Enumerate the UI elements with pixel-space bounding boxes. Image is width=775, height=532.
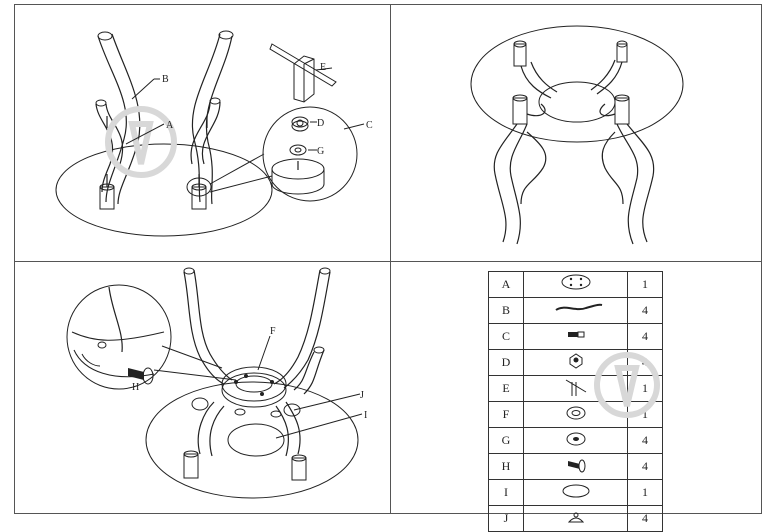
disc-i	[227, 423, 285, 457]
ring-icon	[566, 406, 585, 420]
part-quantity: 4	[627, 453, 663, 480]
leg-icon	[554, 303, 602, 311]
label-c: C	[366, 120, 373, 131]
wrench-icon	[565, 379, 586, 396]
step-panel-attach-legs: B A E D G C	[14, 4, 391, 262]
part-quantity: 4	[627, 297, 663, 324]
part-quantity: 4	[627, 427, 663, 454]
label-f: F	[270, 326, 276, 337]
label-h: H	[132, 382, 139, 393]
suction-cup	[270, 410, 282, 418]
suction-cup	[234, 408, 246, 416]
label-d: D	[317, 118, 324, 129]
glass-top-ellipse	[470, 25, 684, 143]
step-attach-ring-drawing: F H J I	[66, 267, 367, 499]
label-e: E	[320, 62, 326, 73]
wrench-tool	[269, 43, 337, 103]
label-a: A	[166, 120, 174, 131]
part-quantity: 1	[627, 271, 663, 298]
part-letter: B	[488, 297, 524, 324]
detail-circle-c	[262, 106, 365, 202]
back-legs	[513, 40, 628, 99]
watermark-logo-left	[105, 106, 177, 178]
part-letter: D	[488, 349, 524, 376]
part-picture	[523, 479, 628, 506]
glass-top-icon	[561, 274, 590, 290]
label-g: G	[317, 146, 324, 157]
glass-top-ellipse	[145, 381, 359, 499]
label-i: I	[364, 410, 367, 421]
part-letter: I	[488, 479, 524, 506]
part-quantity: 4	[627, 505, 663, 532]
part-picture	[523, 297, 628, 324]
glass-top-ellipse	[55, 143, 273, 237]
label-j: J	[360, 390, 364, 401]
washer-icon	[566, 432, 585, 446]
part-quantity: 1	[627, 479, 663, 506]
part-picture	[523, 505, 628, 532]
socket-highlight	[186, 177, 212, 197]
part-picture	[523, 453, 628, 480]
step-panel-attach-ring: F H J I	[14, 262, 391, 514]
detail-circle-screw	[66, 284, 172, 390]
suction-cup-icon	[567, 512, 584, 523]
disc-icon	[562, 484, 589, 498]
bolt-stud-icon	[567, 331, 584, 338]
center-ring-f	[221, 366, 287, 408]
instruction-sheet-frame	[14, 4, 762, 514]
watermark-logo-right	[594, 352, 660, 418]
part-letter: A	[488, 271, 524, 298]
label-b: B	[162, 74, 169, 85]
part-quantity: 4	[627, 323, 663, 350]
part-letter: J	[488, 505, 524, 532]
part-letter: H	[488, 453, 524, 480]
step-attach-legs-drawing: B A E D G C	[55, 30, 373, 237]
left-leg	[95, 31, 141, 210]
part-letter: F	[488, 401, 524, 428]
part-letter: C	[488, 323, 524, 350]
step-panel-assembled-table	[391, 4, 762, 262]
part-picture	[523, 271, 628, 298]
nut-icon	[569, 353, 582, 369]
part-letter: E	[488, 375, 524, 402]
right-leg	[190, 30, 234, 210]
front-legs	[493, 94, 655, 245]
screw-icon	[567, 459, 585, 473]
legs-upside-down	[183, 267, 331, 481]
screw-h	[128, 367, 154, 385]
assembled-table-drawing	[470, 25, 684, 245]
part-picture	[523, 427, 628, 454]
part-letter: G	[488, 427, 524, 454]
